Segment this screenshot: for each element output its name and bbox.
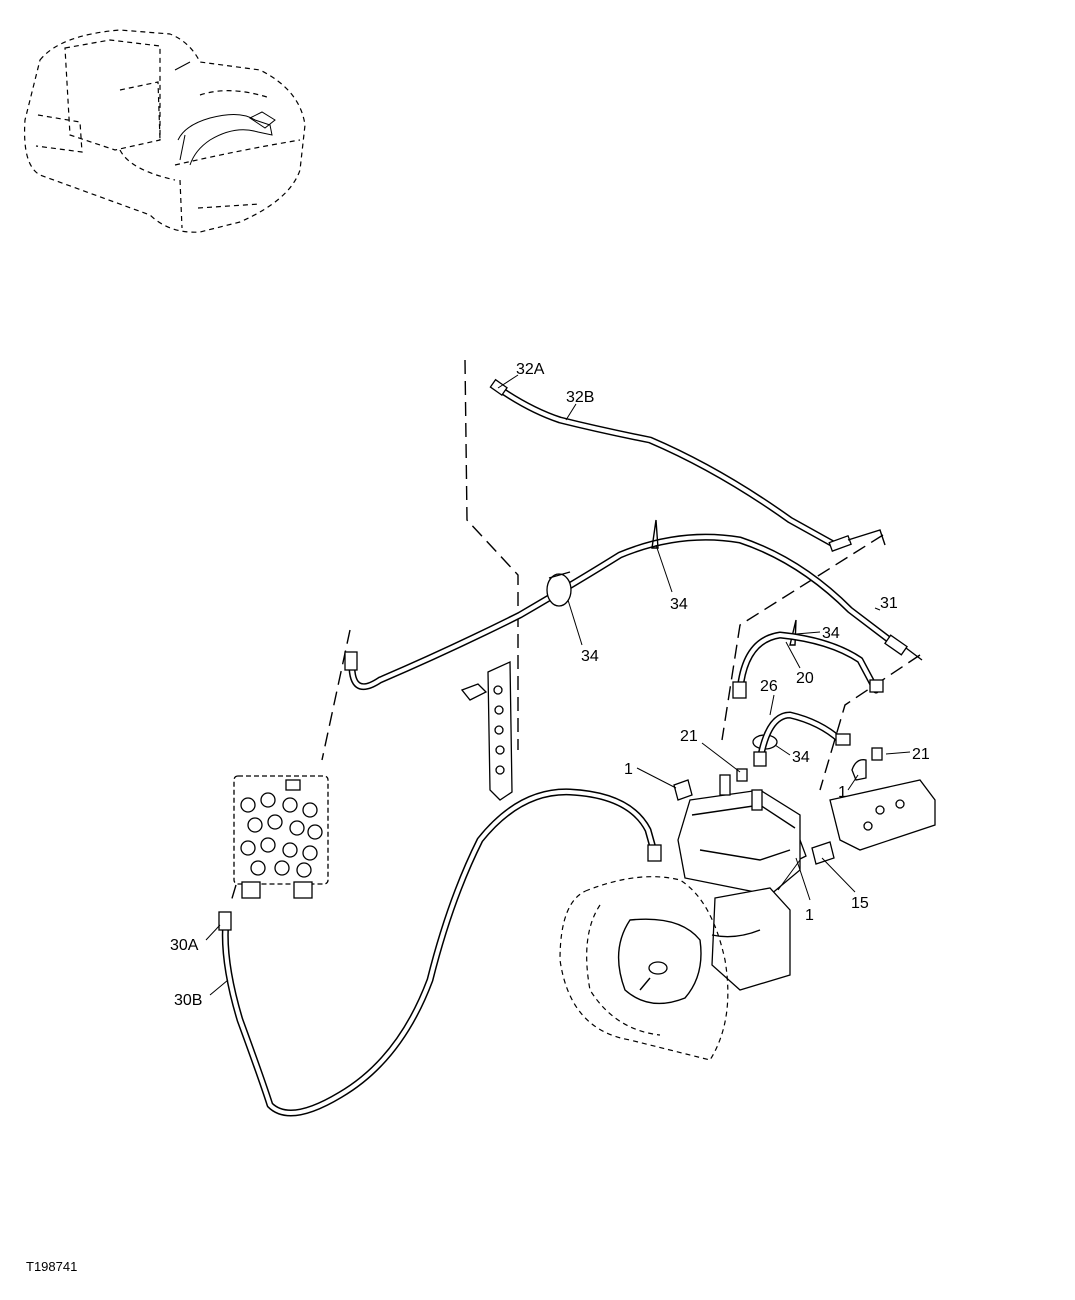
callout-1-left: 1 — [624, 761, 633, 778]
clamp-34-b — [651, 519, 659, 549]
callout-1-right: 1 — [838, 784, 847, 801]
swing-motor-assembly — [559, 774, 936, 1061]
hose-32b — [489, 378, 886, 552]
fitting-1-right — [851, 759, 867, 781]
clamp-34-a — [546, 571, 572, 607]
callout-34-b: 34 — [581, 648, 599, 665]
leader-lines — [205, 374, 911, 996]
fitting-21-left — [736, 768, 748, 782]
callout-34-d: 34 — [792, 749, 810, 766]
callout-26: 26 — [760, 678, 778, 695]
hose-20 — [732, 631, 884, 699]
callout-34-c: 34 — [822, 625, 840, 642]
fitting-1-left — [673, 779, 693, 801]
hose-31 — [344, 533, 923, 691]
callout-labels: 32A 32B 34 34 31 34 20 26 34 21 21 1 1 1… — [170, 361, 930, 1009]
excavator-locator-inset — [23, 29, 306, 233]
callout-30b: 30B — [174, 992, 202, 1009]
pilot-control-valve — [233, 775, 329, 899]
callout-31: 31 — [880, 595, 898, 612]
hose-30b — [218, 788, 662, 1117]
callout-21-right: 21 — [912, 746, 930, 763]
fitting-15 — [811, 841, 835, 865]
callout-30a: 30A — [170, 937, 199, 954]
clamp-34-c — [789, 619, 797, 646]
callout-20: 20 — [796, 670, 814, 687]
callout-32b: 32B — [566, 389, 594, 406]
manifold-strip — [460, 660, 513, 801]
callout-21-left: 21 — [680, 728, 698, 745]
callout-1-bottom: 1 — [805, 907, 814, 924]
fitting-21-right — [871, 747, 883, 761]
callout-34-a: 34 — [670, 596, 688, 613]
callout-32a: 32A — [516, 361, 545, 378]
figure-id: T198741 — [26, 1259, 77, 1274]
hose-26 — [753, 711, 851, 767]
callout-15: 15 — [851, 895, 869, 912]
